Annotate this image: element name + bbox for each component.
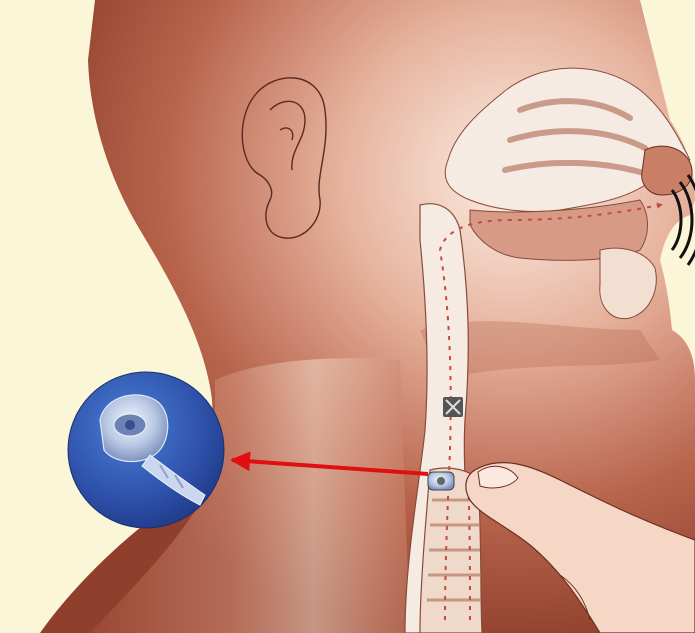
- prosthesis-in-stoma: [428, 472, 454, 490]
- inset-magnified-device: [68, 372, 224, 528]
- esophageal-valve-marker: [443, 397, 463, 417]
